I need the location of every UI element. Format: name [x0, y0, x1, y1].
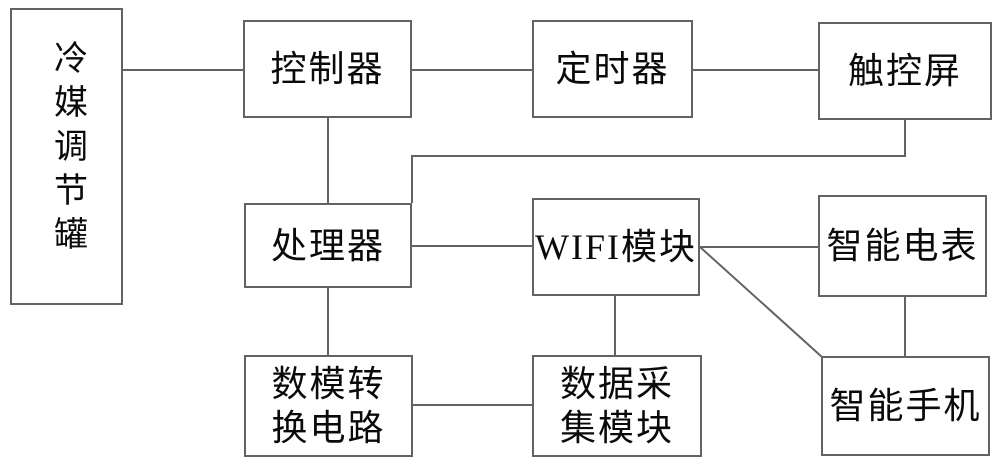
node-digital-analog-converter: 数模转换电路 — [244, 355, 413, 457]
edge-wifi-phone — [699, 246, 823, 358]
node-label: 智能电表 — [826, 226, 979, 266]
node-label: WIFI模块 — [535, 227, 697, 267]
edge-touchscreen-processor — [411, 120, 906, 203]
node-smart-meter: 智能电表 — [818, 195, 987, 297]
node-refrigerant-tank: 冷媒调节罐 — [10, 8, 123, 305]
node-controller: 控制器 — [243, 20, 412, 118]
node-label: 数模转换电路 — [271, 364, 386, 448]
node-data-acquisition-module: 数据采集模块 — [532, 355, 702, 457]
node-label: 智能手机 — [829, 386, 982, 426]
node-label: 控制器 — [270, 49, 385, 89]
node-label: 处理器 — [270, 225, 385, 266]
node-label: 触控屏 — [847, 51, 962, 91]
node-timer: 定时器 — [532, 20, 693, 118]
node-touchscreen: 触控屏 — [818, 22, 992, 120]
node-label: 数据采集模块 — [559, 364, 674, 448]
node-processor: 处理器 — [244, 203, 412, 288]
node-label: 定时器 — [555, 49, 670, 89]
node-wifi-module: WIFI模块 — [532, 198, 700, 296]
node-label: 冷媒调节罐 — [48, 39, 86, 260]
node-smartphone: 智能手机 — [821, 356, 990, 456]
